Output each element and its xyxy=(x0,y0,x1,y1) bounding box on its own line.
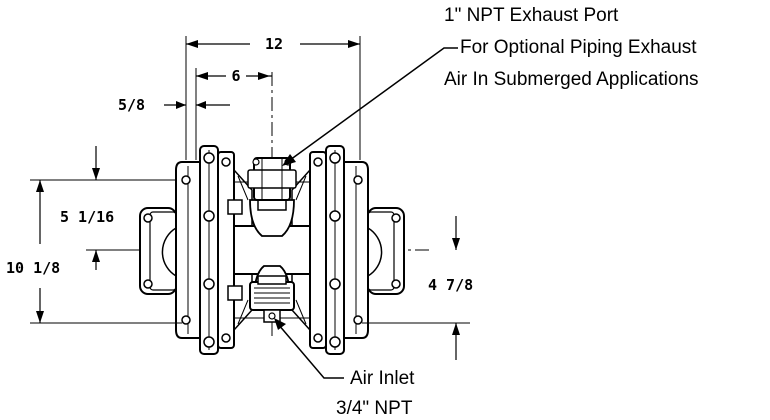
dimension-label-5-8: 5/8 xyxy=(118,96,145,114)
air-inlet-callout-line-1: Air Inlet xyxy=(350,368,415,389)
dimension-overall-height: 10 1/8 xyxy=(6,180,60,323)
air-inlet-valve-block xyxy=(249,275,295,323)
exhaust-callout-line-2: For Optional Piping Exhaust xyxy=(460,37,697,58)
dimension-upper-height: 5 1/16 xyxy=(60,146,114,270)
right-manifold xyxy=(343,161,369,339)
left-diaphragm-housing xyxy=(199,145,235,355)
left-manifold xyxy=(175,161,201,339)
dimension-half-width: 6 xyxy=(196,67,272,85)
dimension-overall-width: 12 xyxy=(186,35,360,53)
left-side-port xyxy=(139,207,177,295)
dimension-lower-height: 4 7/8 xyxy=(428,216,473,360)
exhaust-callout-line-3: Air In Submerged Applications xyxy=(444,69,699,90)
dimension-flange-offset: 5/8 xyxy=(118,96,230,114)
dimension-label-5-1-16: 5 1/16 xyxy=(60,208,114,226)
right-diaphragm-housing xyxy=(309,145,345,355)
dimension-label-12: 12 xyxy=(265,35,283,53)
air-inlet-callout-line-2: 3/4" NPT xyxy=(336,398,413,419)
extension-lines xyxy=(30,36,470,324)
exhaust-callout-line-1: 1" NPT Exhaust Port xyxy=(444,5,619,26)
pump-body xyxy=(139,72,432,355)
center-manifold-tube xyxy=(233,199,311,301)
dimension-label-6: 6 xyxy=(231,67,240,85)
dimension-label-4-7-8: 4 7/8 xyxy=(428,276,473,294)
exhaust-port-block xyxy=(247,157,297,211)
dimension-label-10-1-8: 10 1/8 xyxy=(6,259,60,277)
right-side-port xyxy=(367,207,405,295)
air-inlet-callout: Air Inlet 3/4" NPT xyxy=(274,318,415,419)
exhaust-callout: 1" NPT Exhaust Port For Optional Piping … xyxy=(282,5,699,166)
